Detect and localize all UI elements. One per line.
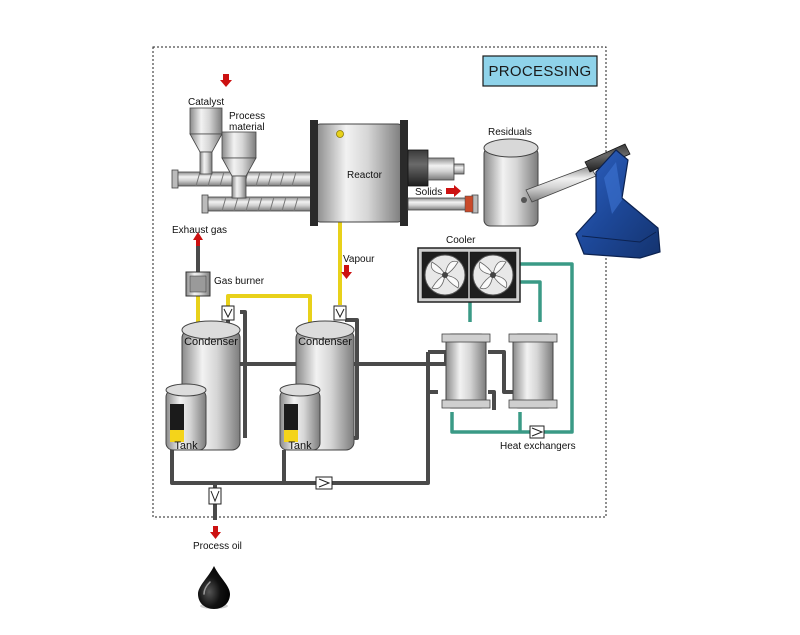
exhaust-arrow-icon [193,232,203,246]
residuals-tank [483,138,539,227]
pipe-coolant-supply [518,280,542,322]
residuals-label: Residuals [488,127,532,138]
solids-label: Solids [415,187,442,198]
labels: Catalyst Process material Residuals Soli… [172,97,576,552]
exhaust-gas-label: Exhaust gas [172,225,227,236]
pipe-hx-link [488,350,513,394]
condenser-1-label: Condenser [184,336,238,348]
tank-1: Tank [165,383,207,452]
pipe-coolant-bottom [450,412,532,434]
valve-condenser-2 [333,305,347,321]
cooler-fan-left [424,254,466,296]
catalyst-label: Catalyst [188,97,224,108]
valve-collection [315,476,333,490]
process-material-label-line2: material [229,122,265,133]
gas-burner: Gas burner [185,271,265,297]
cooler-label: Cooler [446,235,476,246]
tank-1-label: Tank [174,440,198,452]
reactor-label: Reactor [347,170,383,181]
heat-exchangers-label: Heat exchangers [500,441,576,452]
valves [208,305,545,505]
cooler-fan-right [472,254,514,296]
condenser-2-label: Condenser [298,336,352,348]
solids-pipe [407,194,479,214]
catalyst-arrow-icon [220,74,232,87]
valve-condenser-1 [221,305,235,321]
flow-arrows [193,74,461,539]
tank-2-label: Tank [288,440,312,452]
cooler: Cooler [417,235,521,303]
valve-process-oil [208,487,222,505]
tank-1-level-empty [170,404,184,430]
process-boundary [152,46,607,518]
oil-drop-icon [198,566,230,609]
process-material-label-line1: Process [229,111,265,122]
reactor-flange-right [400,120,408,226]
title-box [482,55,598,87]
gas-burner-label: Gas burner [214,276,265,287]
heat-exchanger-2 [508,333,558,409]
valve-coolant [529,425,545,439]
processing-title: PROCESSING [488,63,591,80]
pipe-coolant-return [518,262,574,434]
vapour-label: Vapour [343,254,375,265]
tank-2: Tank [279,383,321,452]
process-material-hopper [221,131,257,199]
pipe-collection [170,352,430,485]
pipe-hx1-out [488,390,496,410]
process-oil-arrow-icon [210,526,221,539]
residuals-container [575,149,661,259]
solids-arrow-icon [446,185,461,197]
pipe-condenser1-out [240,310,247,438]
pipe-vapour-cross [226,294,312,328]
feed-screw-lower [201,194,317,214]
reactor-flange-left [310,120,318,226]
heat-exchanger-1 [441,333,491,409]
catalyst-hopper [189,107,223,175]
tank-2-level-empty [284,404,298,430]
reactor-drive [407,149,465,187]
process-oil-label: Process oil [193,541,242,552]
reactor: Reactor [310,120,408,226]
vapour-arrow-icon [341,265,352,279]
tank-2-level [284,430,298,442]
processing-title-box: PROCESSING [482,55,598,87]
tank-1-level [170,430,184,442]
